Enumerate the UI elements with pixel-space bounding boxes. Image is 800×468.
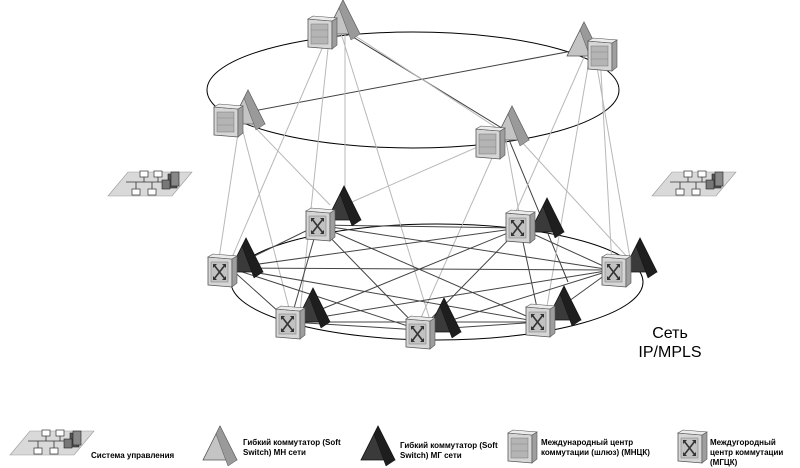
legend-mgck-label: Междугородный центр коммутации (МГЦК) <box>710 438 784 467</box>
mg-node-5 <box>275 287 331 340</box>
mg-node-6 <box>405 297 462 350</box>
mg-node-4 <box>601 237 658 288</box>
mn-ring <box>206 31 620 149</box>
network-label-line2: IP/MPLS <box>638 344 702 361</box>
legend-softswitch-mg-label: Гибкий коммутатор (Soft Switch) МГ сети <box>400 441 498 460</box>
management-system-right <box>651 170 737 197</box>
mg-node-3 <box>207 237 264 288</box>
legend-management-icon <box>9 429 95 456</box>
legend-mnck-icon <box>507 429 538 464</box>
legend-softswitch-mg-icon <box>360 425 396 467</box>
legend-mnck-label: Международный центр коммутации (шлюз) (М… <box>541 438 650 457</box>
network-label-line1: Сеть <box>652 325 688 342</box>
mn-node-2 <box>566 21 618 72</box>
mn-node-4 <box>475 105 530 160</box>
mn-dark-links <box>247 25 589 283</box>
vertical-light-links <box>217 25 631 321</box>
management-system-left <box>107 170 193 197</box>
mn-node-1 <box>307 0 361 50</box>
mg-node-2 <box>505 197 565 244</box>
network-label: Сеть IP/MPLS <box>615 324 725 362</box>
legend-softswitch-mn-label: Гибкий коммутатор (Soft Switch) МН сети <box>243 438 341 457</box>
legend-mgck-icon <box>677 429 708 464</box>
legend-softswitch-mn-icon <box>202 425 238 467</box>
mg-node-1 <box>305 185 362 242</box>
legend-management-label: Система управления <box>91 451 175 460</box>
